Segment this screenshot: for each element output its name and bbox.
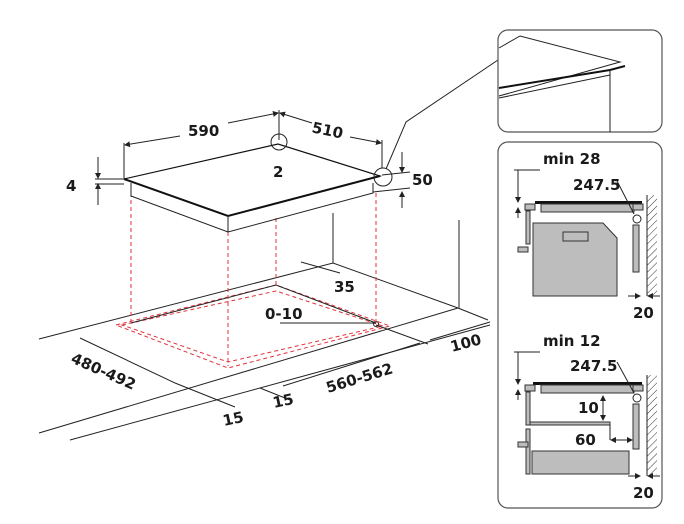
min-12-label: min 12 — [543, 332, 601, 350]
dimension-247-5-top-label: 247.5 — [573, 176, 620, 194]
countertop — [38, 213, 491, 441]
hob — [121, 59, 499, 233]
wall-gap-20-top-label: 20 — [633, 304, 654, 322]
margin-15-b-label: 15 — [271, 390, 295, 412]
width-590-label: 590 — [188, 122, 219, 140]
margin-100-label: 100 — [448, 330, 483, 355]
oven-section — [514, 169, 660, 299]
gap-10-label: 10 — [578, 399, 599, 417]
depth-510-label: 510 — [310, 118, 344, 142]
dimension-lines — [79, 110, 491, 408]
edge-detail-panel — [497, 29, 663, 133]
section-panel — [497, 141, 663, 509]
cutout-width-label: 560-562 — [324, 359, 395, 396]
corner-2-label: 2 — [273, 163, 283, 181]
gap-60-label: 60 — [575, 431, 596, 449]
cutout-depth-label: 480-492 — [68, 349, 138, 393]
margin-15-a-label: 15 — [221, 408, 245, 430]
dimension-247-5-bottom-label: 247.5 — [570, 357, 617, 375]
wall-gap-20-bottom-label: 20 — [633, 484, 654, 502]
drawer-section — [514, 351, 660, 479]
projection-lines — [130, 193, 377, 366]
cutout-outline — [114, 284, 392, 369]
thickness-4-label: 4 — [66, 177, 76, 195]
min-28-label: min 28 — [543, 150, 601, 168]
height-50-label: 50 — [412, 171, 433, 189]
corner-0-10-label: 0-10 — [265, 305, 303, 323]
margin-35-label: 35 — [334, 278, 355, 296]
